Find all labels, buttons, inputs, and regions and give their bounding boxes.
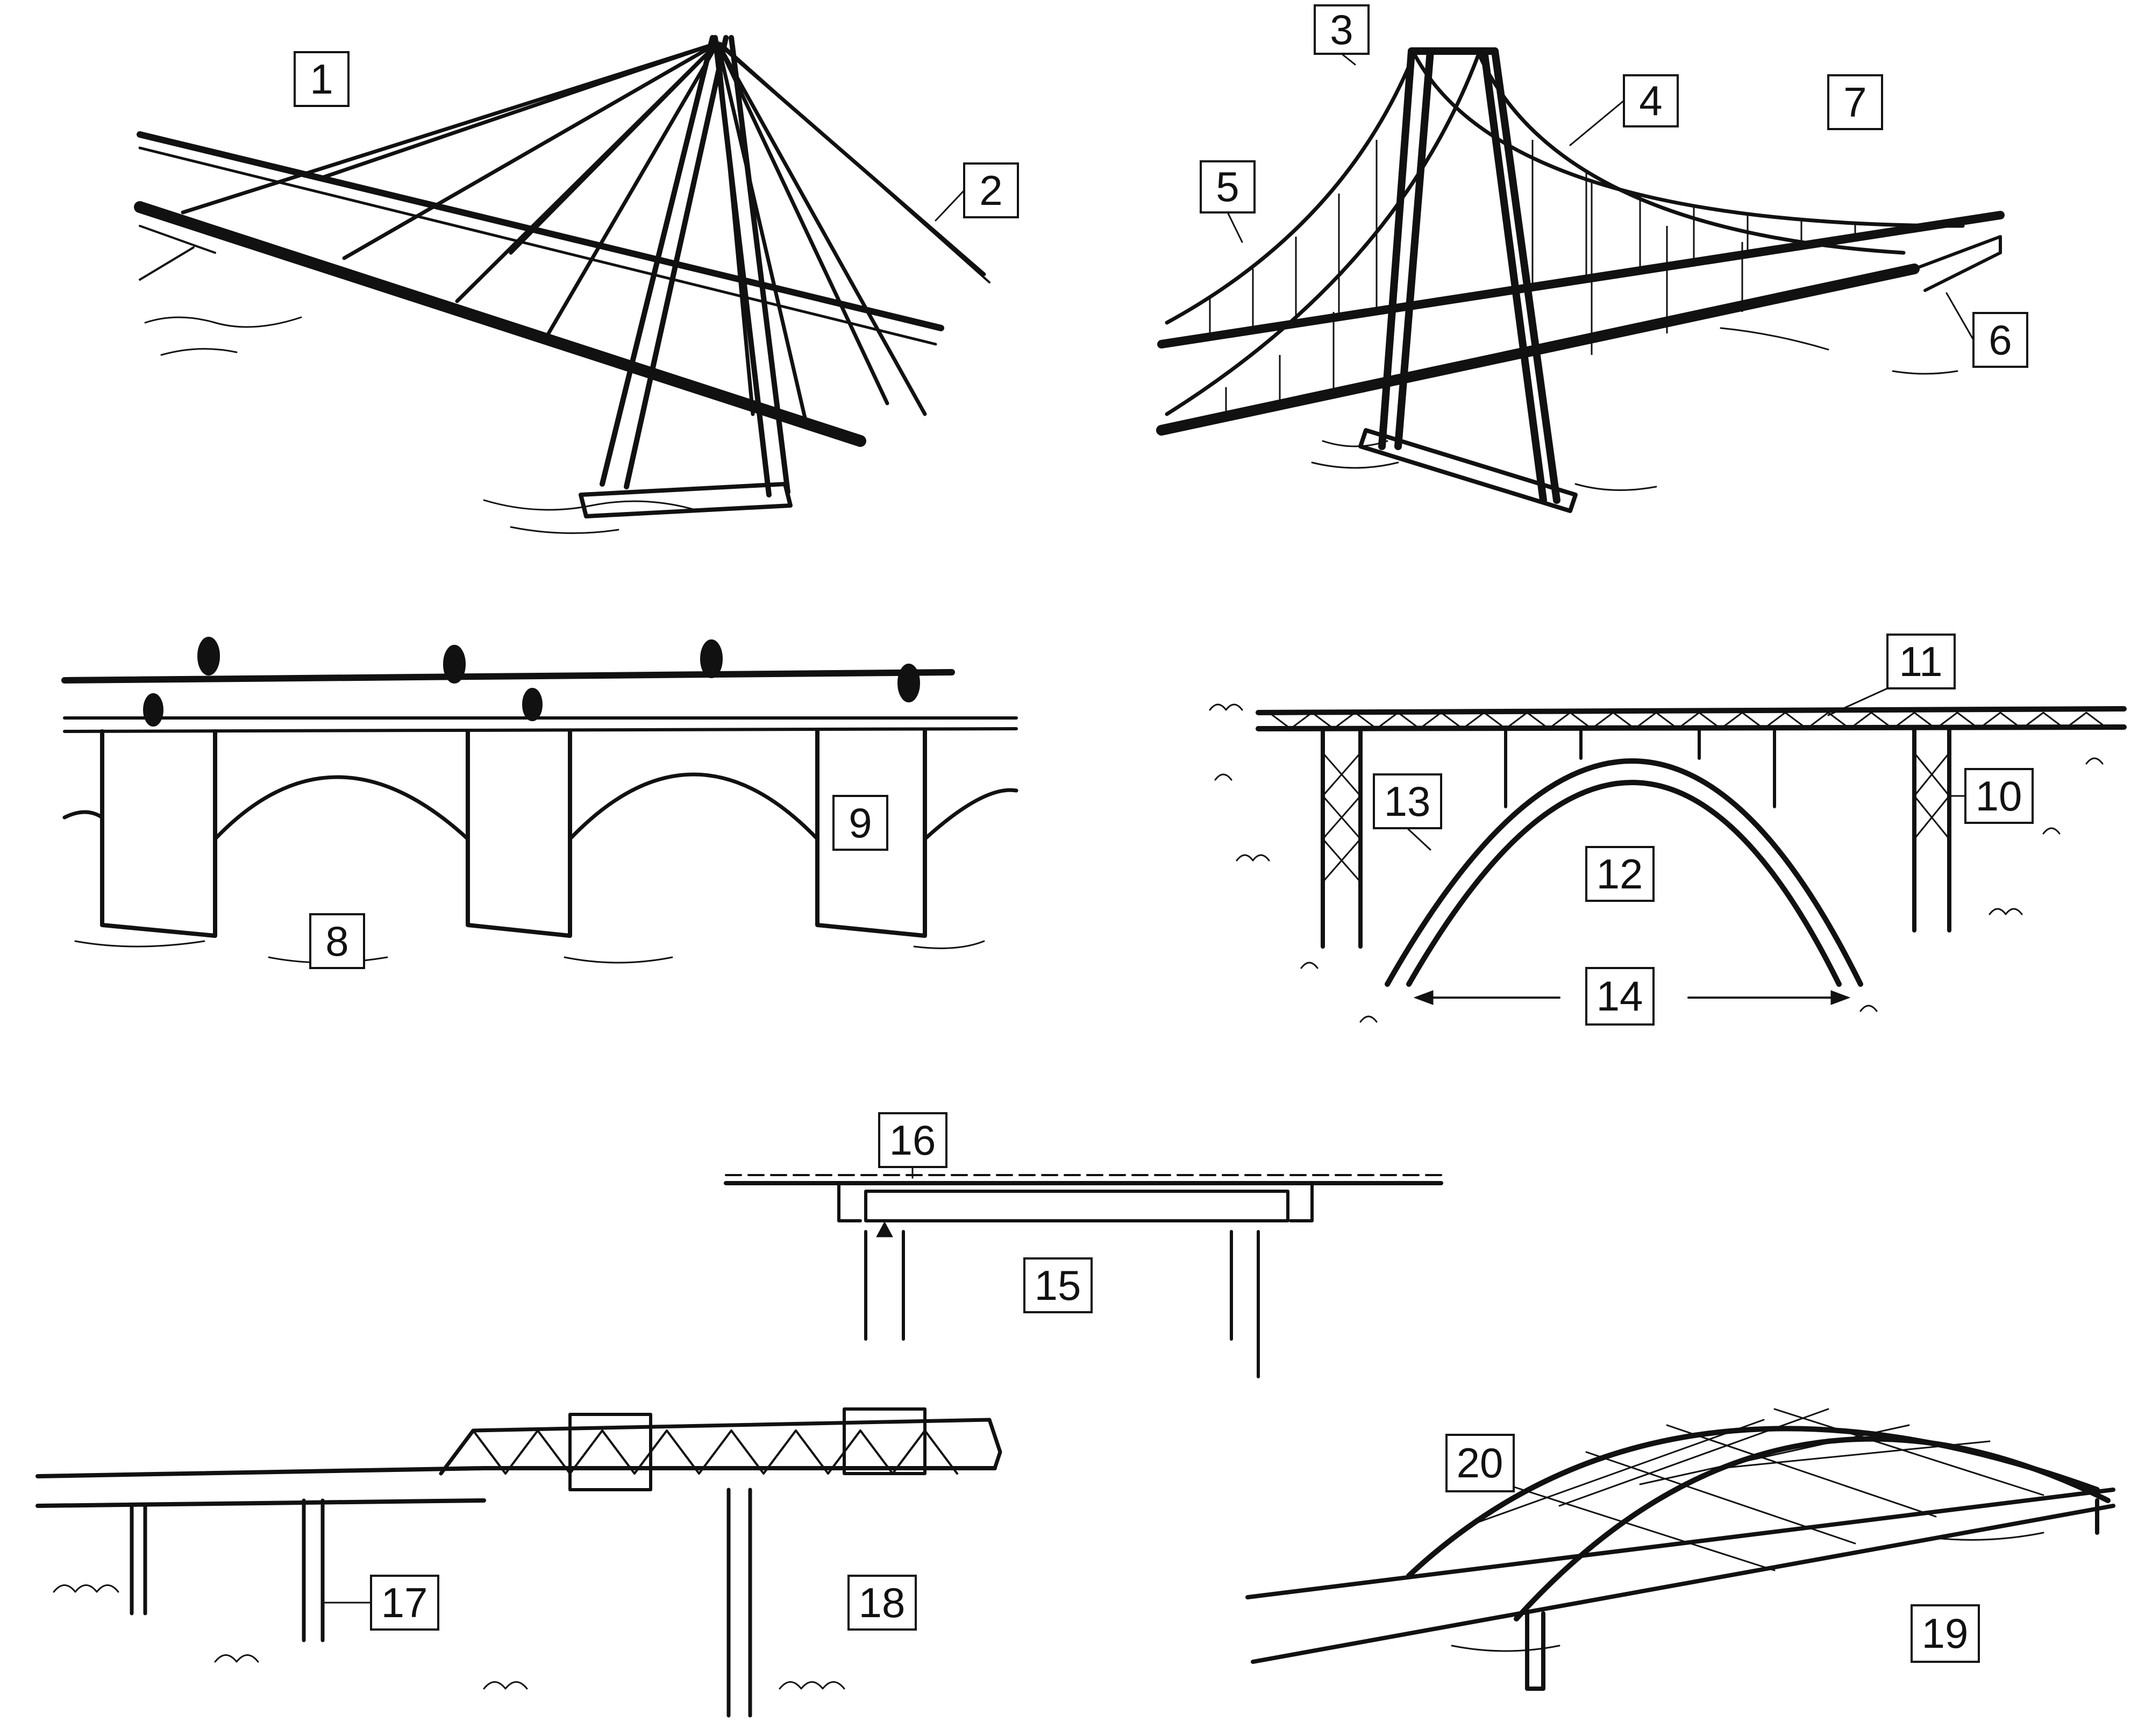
label-13: 13 — [1373, 773, 1442, 829]
svg-text:5: 5 — [1216, 163, 1239, 210]
label-17: 17 — [370, 1575, 439, 1631]
svg-text:3: 3 — [1330, 6, 1353, 53]
svg-text:14: 14 — [1597, 972, 1643, 1020]
label-3: 3 — [1314, 4, 1370, 55]
arch-stone-bridge — [61, 637, 1018, 964]
svg-text:11: 11 — [1899, 638, 1943, 685]
cable-stayed-bridge — [134, 35, 990, 534]
label-10: 10 — [1964, 768, 2034, 824]
svg-text:13: 13 — [1384, 778, 1431, 825]
svg-text:20: 20 — [1457, 1439, 1503, 1486]
label-8: 8 — [309, 913, 365, 969]
label-4: 4 — [1623, 74, 1679, 127]
svg-text:10: 10 — [1976, 772, 2022, 820]
label-5: 5 — [1200, 160, 1256, 214]
steel-arch-viaduct — [1209, 703, 2127, 1023]
svg-text:9: 9 — [849, 799, 872, 846]
svg-text:15: 15 — [1035, 1262, 1081, 1309]
leader-lines — [322, 53, 1975, 1604]
truss-girder-bridge — [35, 1407, 1002, 1718]
label-11: 11 — [1886, 634, 1956, 689]
svg-text:16: 16 — [889, 1116, 936, 1164]
svg-text:12: 12 — [1597, 850, 1643, 898]
label-20: 20 — [1445, 1434, 1515, 1492]
label-9: 9 — [832, 795, 888, 851]
label-14: 14 — [1585, 967, 1655, 1026]
svg-text:19: 19 — [1922, 1610, 1969, 1657]
svg-text:18: 18 — [859, 1579, 906, 1626]
label-15: 15 — [1023, 1257, 1093, 1313]
suspension-bridge — [1156, 47, 2005, 513]
simple-beam-detail — [724, 1174, 1443, 1378]
label-16: 16 — [878, 1112, 947, 1168]
label-1: 1 — [294, 51, 350, 107]
svg-text:4: 4 — [1639, 77, 1662, 124]
label-2: 2 — [963, 162, 1019, 218]
svg-text:17: 17 — [381, 1579, 428, 1626]
svg-text:1: 1 — [310, 55, 333, 103]
svg-text:7: 7 — [1843, 79, 1866, 126]
label-6: 6 — [1972, 312, 2028, 368]
label-18: 18 — [847, 1575, 917, 1631]
svg-text:6: 6 — [1989, 316, 2012, 364]
label-19: 19 — [1911, 1604, 1980, 1663]
bowstring-arch-bridge — [1245, 1408, 2115, 1691]
svg-text:2: 2 — [979, 167, 1002, 214]
svg-text:8: 8 — [325, 917, 348, 965]
label-12: 12 — [1585, 846, 1655, 902]
label-7: 7 — [1827, 74, 1883, 130]
